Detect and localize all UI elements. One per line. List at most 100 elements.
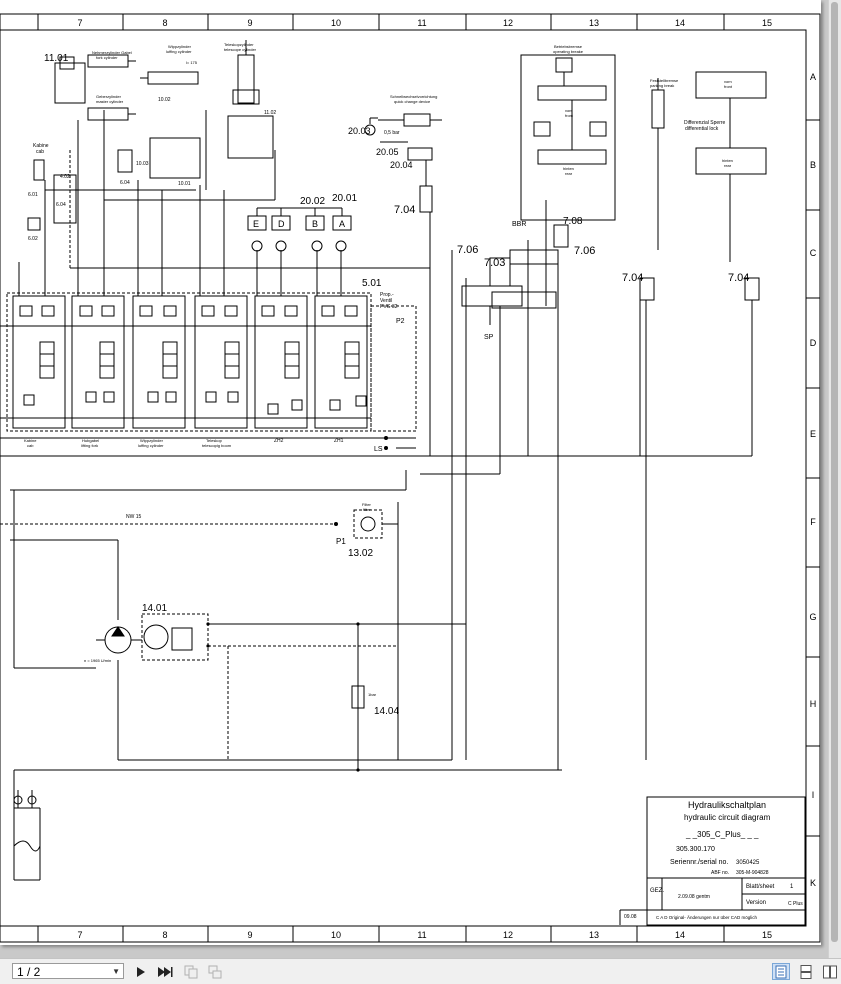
label-10-02: 10.02 bbox=[158, 97, 171, 103]
col-label: 12 bbox=[503, 18, 513, 28]
row-label: A bbox=[810, 72, 816, 82]
two-page-view-button[interactable] bbox=[821, 963, 839, 980]
label-6-01: 6.01 bbox=[28, 192, 38, 198]
label-diff-en: differential lock bbox=[685, 126, 719, 132]
connector-a: A bbox=[339, 219, 345, 229]
vertical-scrollbar[interactable] bbox=[828, 0, 841, 958]
col-label: 13 bbox=[589, 18, 599, 28]
label-front: front bbox=[565, 113, 574, 118]
label-wipp-l: l= 175 bbox=[186, 60, 198, 65]
label-7-04c: 7.04 bbox=[728, 272, 749, 284]
label-schnell-en: quick change device bbox=[394, 99, 431, 104]
serial-label: Seriennr./serial no. bbox=[670, 859, 728, 866]
label-20-01: 20.01 bbox=[332, 193, 357, 204]
label-rear2: rear bbox=[724, 163, 732, 168]
connector-e: E bbox=[253, 219, 259, 229]
sheet-value: 1 bbox=[790, 884, 794, 890]
label-teleb: telescopig boom bbox=[202, 443, 232, 448]
label-0-5-bar: 0,5 bar bbox=[384, 130, 400, 136]
row-label: I bbox=[812, 790, 815, 800]
row-label: C bbox=[810, 248, 817, 258]
continuous-view-button[interactable] bbox=[797, 963, 815, 980]
col-label: 14 bbox=[675, 18, 685, 28]
label-geber-en: master cylinder bbox=[96, 99, 124, 104]
page-select-value: 1 / 2 bbox=[17, 965, 41, 979]
sheet-label: Blatt/sheet bbox=[746, 884, 775, 890]
drawing-number: 305.300.170 bbox=[676, 846, 715, 853]
label-kabine: Kabine bbox=[33, 143, 49, 149]
label-7-03: 7.03 bbox=[484, 257, 505, 269]
label-6-04: 6.04 bbox=[120, 180, 130, 186]
scrollbar-thumb[interactable] bbox=[831, 2, 838, 942]
row-label: D bbox=[810, 338, 817, 348]
copy-alt-button[interactable] bbox=[206, 963, 224, 980]
label-14-01: 14.01 bbox=[142, 603, 167, 614]
label-cab2: cab bbox=[27, 443, 34, 448]
label-schnell: Schnellwechselvorrichtung bbox=[390, 94, 437, 99]
single-page-view-button[interactable] bbox=[772, 963, 790, 980]
label-fest: Feststellbremse bbox=[650, 78, 679, 83]
label-14-04: 14.04 bbox=[374, 706, 399, 717]
gez-value: 2.09.08 gentm bbox=[678, 894, 710, 900]
label-p2: P2 bbox=[396, 318, 405, 325]
label-bbr: BBR bbox=[512, 221, 526, 228]
label-p1: P1 bbox=[336, 537, 346, 546]
version-value: C Plus bbox=[788, 901, 803, 907]
gez-label: GEZ. bbox=[650, 888, 664, 894]
label-20-04: 20.04 bbox=[390, 160, 413, 170]
label-prop: Prop.- bbox=[380, 292, 394, 298]
label-20-03: 20.03 bbox=[348, 126, 371, 136]
single-page-view-icon bbox=[775, 965, 787, 978]
label-hinten2: hinten bbox=[722, 158, 733, 163]
label-hub: Hubgabel bbox=[82, 438, 99, 443]
label-tele-en: telescope cylinder bbox=[224, 47, 257, 52]
label-11-02: 11.02 bbox=[264, 110, 276, 116]
col-label: 15 bbox=[762, 930, 772, 940]
row-label: F bbox=[810, 517, 816, 527]
col-label: 8 bbox=[162, 18, 167, 28]
row-label: B bbox=[810, 160, 816, 170]
continuous-view-icon bbox=[800, 964, 812, 979]
pdf-page: 7 8 9 10 11 12 13 14 15 7 8 9 10 11 12 1… bbox=[0, 0, 821, 945]
copy-icon bbox=[184, 965, 198, 978]
label-kabine2: Kabine bbox=[24, 438, 37, 443]
col-label: 8 bbox=[162, 930, 167, 940]
label-front2: front bbox=[724, 84, 733, 89]
label-7-04b: 7.04 bbox=[622, 272, 643, 284]
row-label: H bbox=[810, 699, 817, 709]
serial-value: 3050425 bbox=[736, 860, 760, 866]
last-page-button[interactable] bbox=[156, 963, 174, 980]
abf-value: 305-M-904828 bbox=[736, 870, 769, 876]
label-20-05: 20.05 bbox=[376, 147, 399, 157]
cad-note: C A D Original- Änderungen nur über CAD … bbox=[656, 914, 758, 920]
label-10-03: 10.03 bbox=[136, 161, 149, 167]
label-luff2: luffing cylinder bbox=[138, 443, 164, 448]
row-label: G bbox=[809, 612, 816, 622]
label-lift: lifting fork bbox=[81, 443, 98, 448]
label-geber: Geberzylinder bbox=[96, 94, 122, 99]
copy-button[interactable] bbox=[182, 963, 200, 980]
next-page-button[interactable] bbox=[132, 963, 150, 980]
label-tele2: Teleskop bbox=[206, 438, 223, 443]
document-viewer: 7 8 9 10 11 12 13 14 15 7 8 9 10 11 12 1… bbox=[0, 0, 841, 958]
col-label: 13 bbox=[589, 930, 599, 940]
col-label: 7 bbox=[77, 18, 82, 28]
label-pvg: PVG 32 bbox=[380, 304, 398, 310]
col-label: 10 bbox=[331, 18, 341, 28]
label-filter-en: filter bbox=[363, 507, 371, 512]
label-20-02: 20.02 bbox=[300, 196, 325, 207]
label-sp: SP bbox=[484, 334, 494, 341]
label-vorn2: vorn bbox=[724, 79, 732, 84]
abf-label: ABF no. bbox=[711, 870, 729, 876]
label-11-01: 11.01 bbox=[44, 53, 69, 64]
label-4-02: 4.02 bbox=[60, 174, 70, 180]
label-rear: rear bbox=[565, 171, 573, 176]
copy-alt-icon bbox=[208, 965, 222, 978]
page-select[interactable]: 1 / 2 ▼ bbox=[12, 963, 124, 979]
label-ventil: Ventil bbox=[380, 298, 392, 304]
col-label: 15 bbox=[762, 18, 772, 28]
label-7-06b: 7.06 bbox=[574, 245, 595, 257]
label-filter: Filter bbox=[362, 502, 372, 507]
hydraulic-diagram: 7 8 9 10 11 12 13 14 15 7 8 9 10 11 12 1… bbox=[0, 13, 821, 943]
label-6-04b: 6.04 bbox=[56, 202, 66, 208]
